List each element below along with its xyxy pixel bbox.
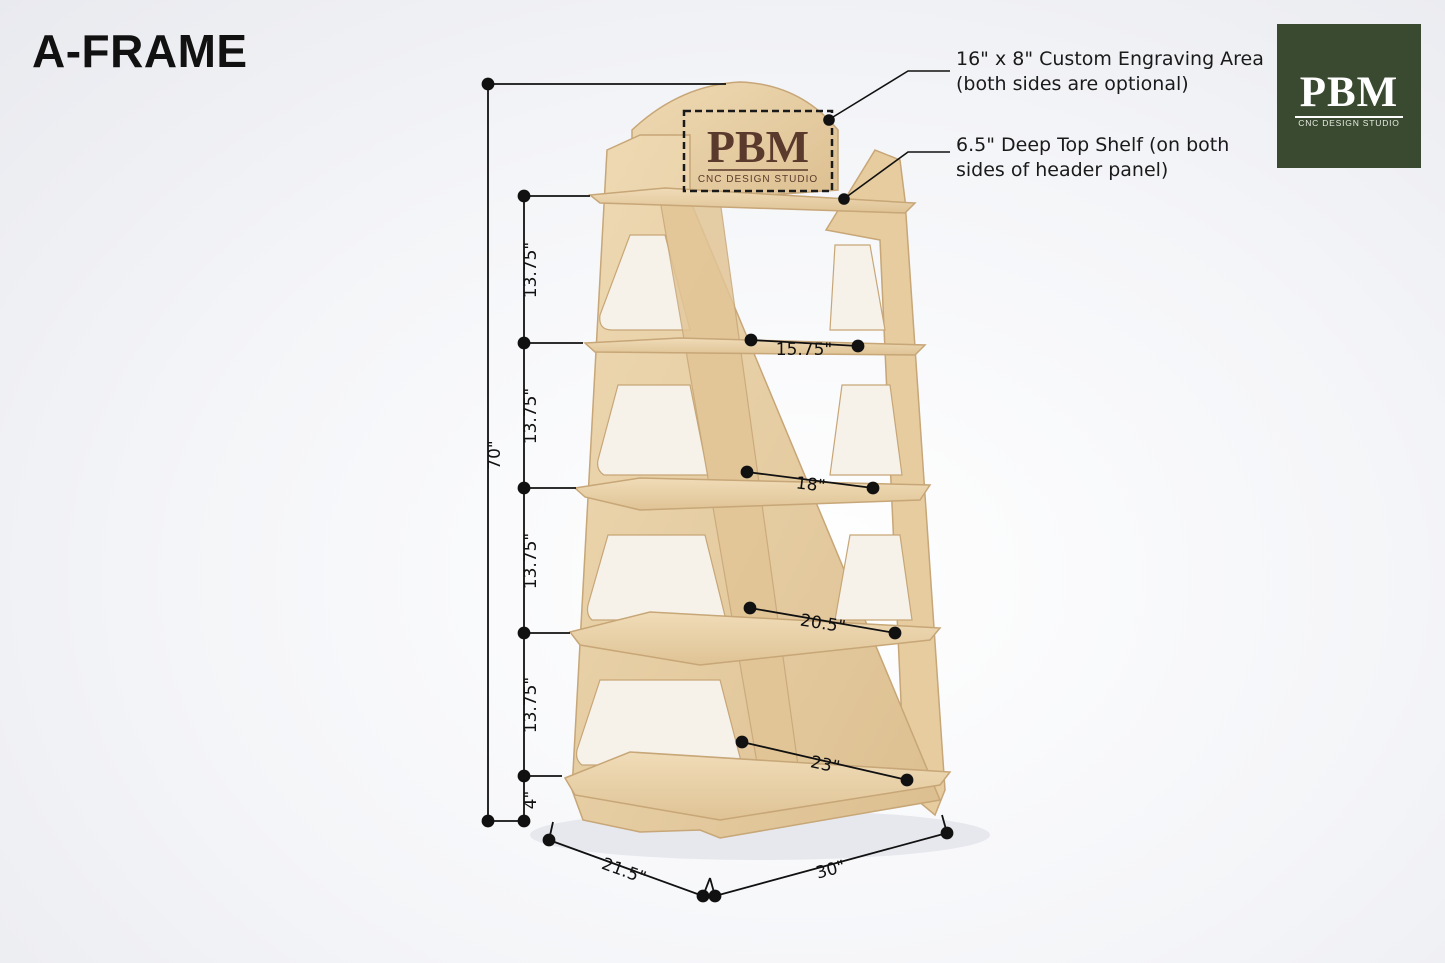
top-shelf-callout-line1: 6.5" Deep Top Shelf (on both: [956, 134, 1230, 156]
shelf-width-label-1: 15.75": [776, 340, 833, 360]
callout-leaders: [823, 70, 950, 205]
base-dimensions: [542, 814, 954, 903]
spacing-label-3: 13.75": [521, 533, 541, 590]
total-height-label: 70": [485, 440, 505, 469]
engraving-callout-line1: 16" x 8" Custom Engraving Area: [956, 48, 1264, 70]
engraving-callout-line2: (both sides are optional): [956, 73, 1189, 95]
shelf-1: [583, 337, 927, 356]
shelf-2: [573, 477, 932, 511]
total-height-dimension: [481, 77, 726, 828]
engraving-subtitle: CNC DESIGN STUDIO: [698, 174, 818, 185]
top-shelf-callout-line2: sides of header panel): [956, 159, 1169, 181]
spacing-label-2: 13.75": [521, 388, 541, 445]
top-shelf-callout: 6.5" Deep Top Shelf (on both sides of he…: [956, 133, 1229, 183]
shelves: [563, 187, 952, 821]
spacing-label-4: 13.75": [521, 677, 541, 734]
logo-name: PBM: [1299, 69, 1399, 116]
depth-label: 21.5": [599, 854, 649, 888]
shelf-4: [563, 751, 952, 821]
spacing-label-1: 13.75": [521, 242, 541, 299]
width-label: 30": [814, 857, 848, 884]
shelf-spacing-dimension: [517, 189, 590, 828]
shelf-top: [588, 187, 917, 214]
engraving-area-frame: [682, 109, 834, 193]
shelf-width-dimensions: [735, 333, 914, 787]
engraving-name: PBM: [707, 121, 809, 172]
logo-divider: [1295, 116, 1403, 118]
base-height-label: 4": [521, 791, 541, 810]
engraving-callout: 16" x 8" Custom Engraving Area (both sid…: [956, 47, 1264, 97]
page-title: A-FRAME: [32, 25, 248, 77]
frame-openings: [575, 234, 913, 766]
logo-subtitle: CNC DESIGN STUDIO: [1298, 118, 1400, 128]
brand-logo: PBM CNC DESIGN STUDIO: [1277, 24, 1421, 168]
shelf-width-label-2: 18": [795, 473, 827, 496]
